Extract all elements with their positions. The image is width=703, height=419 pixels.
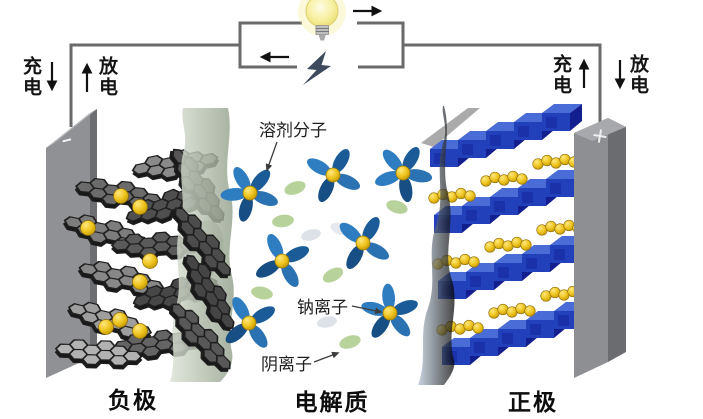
sodium-ion-center (382, 305, 398, 321)
circuit-wires (69, 21, 602, 127)
wire-box-left (238, 21, 302, 69)
solvent-molecule-cluster (375, 147, 433, 203)
current-arrows (259, 5, 383, 63)
solvent-petal (334, 173, 361, 190)
faint-particle (317, 316, 337, 328)
anion-particle (272, 214, 294, 228)
solvent-molecule-cluster (256, 233, 310, 287)
wire-box-right (357, 21, 405, 69)
wire-left-lead (69, 43, 240, 127)
sodium-ion-center (355, 235, 371, 251)
solvent-petal (248, 324, 268, 348)
faint-particle (301, 229, 321, 241)
charge-label-left: 充电 (20, 56, 41, 98)
solvent-petal (256, 260, 281, 278)
cathode-crystal-row (430, 104, 582, 167)
solvent-petal (405, 169, 433, 183)
solvent-petal (364, 242, 389, 260)
charge-label-right: 充电 (550, 54, 571, 96)
solvent-petal (232, 297, 250, 322)
solvent-petal (402, 147, 420, 172)
solvent-petal (375, 170, 401, 186)
sodium-ion (113, 188, 129, 204)
solvent-petal (281, 262, 299, 287)
solvent-petal (250, 169, 271, 192)
solvent-petal (225, 323, 248, 344)
solvent-petal (250, 306, 275, 324)
sodium-ion-center (241, 315, 257, 331)
sodium-leader-arrow (351, 305, 383, 315)
anion-particle (386, 200, 408, 214)
solvent-petal (283, 246, 310, 263)
anode-sodium-ions (80, 188, 158, 339)
solvent-petal (220, 188, 248, 201)
solvent-molecule-cluster (220, 167, 278, 222)
sodium-ion-center (325, 167, 341, 183)
solvent-petal (392, 300, 418, 316)
sodium-ion-chain (428, 187, 476, 204)
solvent-petal (382, 283, 395, 311)
solvent-petal (307, 158, 332, 176)
sodium-ion (132, 199, 148, 215)
sodium-ion (80, 220, 96, 236)
sodium-ion (98, 319, 114, 335)
anion-leader-arrow (313, 351, 340, 363)
cathode-label: 正极 (508, 389, 558, 415)
solvent-petal (346, 244, 364, 269)
solvent-petal (390, 314, 411, 337)
anion-label: 阴离子 (261, 355, 312, 374)
anode-label: 负极 (108, 387, 158, 413)
solvent-molecule-cluster (225, 297, 275, 348)
sodium-ion-center (242, 185, 258, 201)
anion-particle (322, 267, 344, 283)
solvent-molecule-cluster (339, 217, 389, 269)
solvent-petal (332, 149, 350, 174)
wire-right-lead (403, 43, 602, 127)
sodium-ion-chain (480, 170, 528, 187)
sodium-ion (142, 253, 158, 269)
discharge-label-right: 放电 (627, 54, 648, 96)
cathode-current-collector (574, 118, 626, 378)
sodium-ion-chain (484, 236, 532, 253)
sodium-ion-center (395, 165, 411, 181)
sodium-ion-chain (532, 153, 580, 170)
solvent-petal (318, 176, 335, 203)
electrolyte-label: 电解质 (294, 389, 370, 415)
solvent-petal (252, 190, 278, 206)
solvent-petal (371, 314, 391, 338)
anion-particle (339, 335, 361, 349)
solvent-petal (238, 195, 253, 222)
discharge-label-left: 放电 (96, 56, 117, 98)
solvent-molecule-cluster (361, 283, 418, 338)
solvent-leader-arrow (265, 141, 278, 172)
separator-right (418, 106, 455, 385)
anion-particle (251, 286, 273, 300)
solvent-molecule-cluster (307, 149, 361, 203)
sodium-ion (112, 312, 128, 328)
sodium-ion (132, 274, 148, 290)
sodium-ion-chain (488, 302, 536, 319)
charge-discharge-arrows (46, 58, 626, 92)
annotation-arrows (265, 141, 383, 363)
sodium-ion-center (274, 253, 290, 269)
electrolyte-anions (251, 181, 408, 349)
solvent-petal (233, 167, 251, 192)
solvent-molecule-label: 溶剂分子 (259, 121, 327, 140)
sodium-ion (132, 323, 148, 339)
light-bulb-icon (298, 0, 346, 41)
lightning-bolt-icon (303, 51, 331, 85)
electrolyte-solvated-ions (220, 147, 433, 348)
sodium-ion-label: 钠离子 (297, 298, 348, 317)
solvent-petal (267, 233, 284, 260)
solvent-petal (399, 175, 413, 203)
anion-particle (284, 181, 306, 195)
separator-right-top-edge (421, 108, 480, 147)
solvent-petal (339, 222, 362, 243)
solvent-petal (382, 149, 403, 172)
solvent-petal (362, 217, 380, 242)
